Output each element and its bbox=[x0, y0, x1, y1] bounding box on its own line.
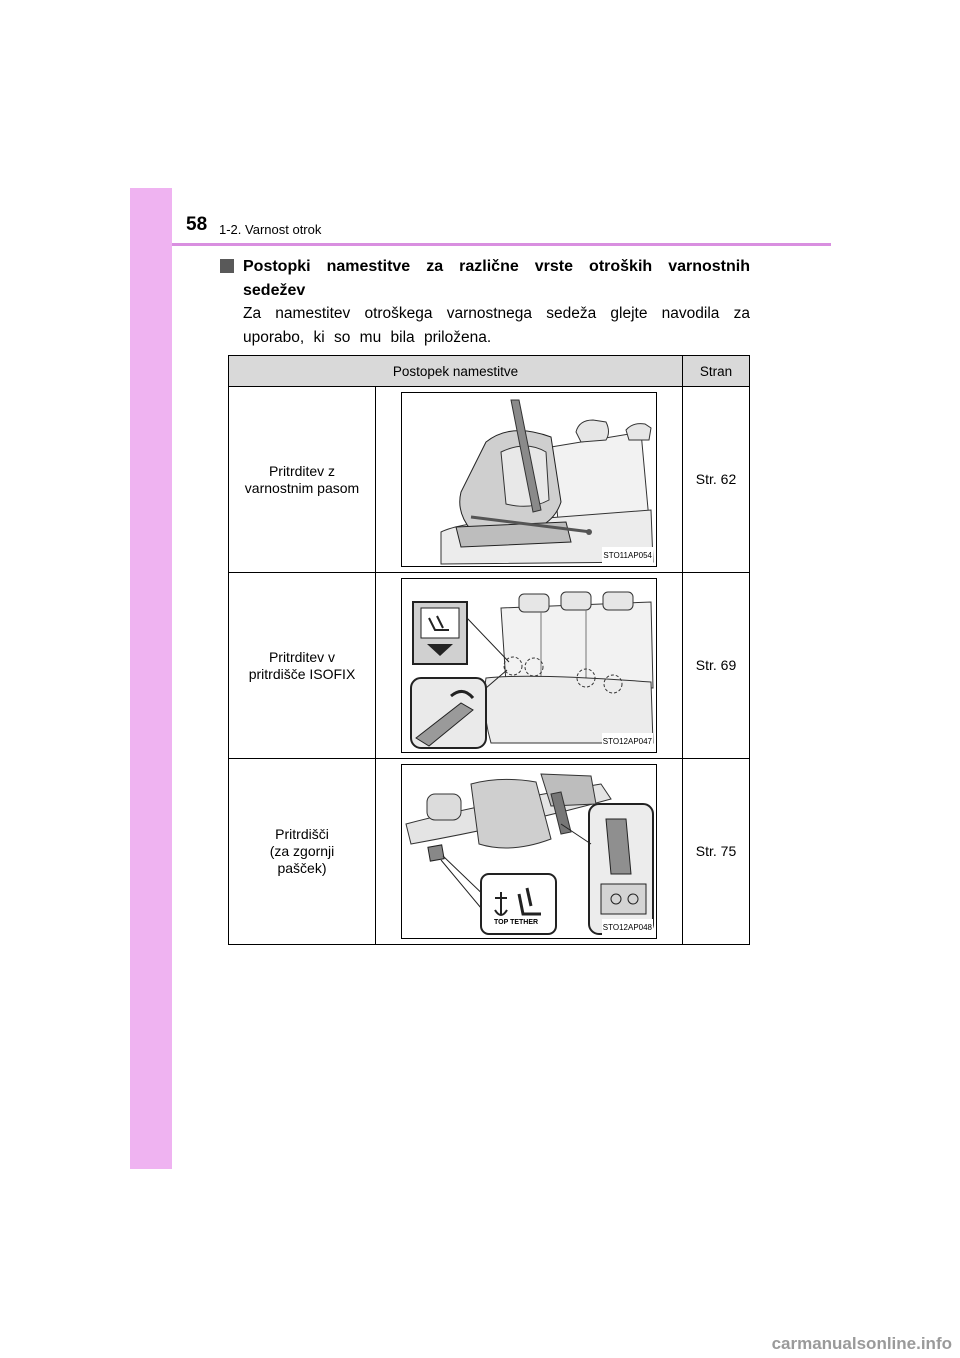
top-tether-anchor-illustration: TOP TETHER STO12AP048 bbox=[401, 764, 657, 939]
illustration-cell: TOP TETHER STO12AP048 bbox=[375, 758, 683, 945]
method-text: Pritrditev z varnostnim pasom bbox=[244, 462, 360, 496]
page-cell: Str. 75 bbox=[682, 758, 750, 945]
installation-table: Postopek namestitve Stran Pritrditev z v… bbox=[228, 355, 750, 945]
method-cell: Pritrdišči (za zgornji pašček) bbox=[228, 758, 376, 945]
page-number: 58 bbox=[186, 214, 208, 235]
method-text: Pritrdišči (za zgornji pašček) bbox=[269, 826, 335, 876]
table-row: Pritrdišči (za zgornji pašček) bbox=[228, 758, 750, 945]
table-row: Pritrditev z varnostnim pasom bbox=[228, 386, 750, 573]
page-cell: Str. 69 bbox=[682, 572, 750, 759]
method-text: Pritrditev v pritrdišče ISOFIX bbox=[248, 648, 356, 682]
illustration-cell: STO11AP054 bbox=[375, 386, 683, 573]
section-body: Za namestitev otroškega varnostnega sede… bbox=[243, 305, 750, 346]
method-cell: Pritrditev z varnostnim pasom bbox=[228, 386, 376, 573]
table-header-row: Postopek namestitve Stran bbox=[228, 355, 750, 387]
top-tether-label: TOP TETHER bbox=[494, 919, 539, 926]
chapter-title: 1-2. Varnost otrok bbox=[219, 222, 322, 237]
column-header-method: Postopek namestitve bbox=[228, 355, 683, 387]
method-cell: Pritrditev v pritrdišče ISOFIX bbox=[228, 572, 376, 759]
footer-watermark: carmanualsonline.info bbox=[771, 1334, 952, 1353]
column-header-page: Stran bbox=[682, 355, 750, 387]
illustration-code: STO12AP048 bbox=[601, 919, 653, 936]
table-row: Pritrditev v pritrdišče ISOFIX bbox=[228, 572, 750, 759]
header-rule bbox=[172, 243, 831, 246]
bullet-square-icon bbox=[220, 259, 234, 273]
seatbelt-child-seat-illustration: STO11AP054 bbox=[401, 392, 657, 567]
section-heading-text: Postopki namestitve za različne vrste ot… bbox=[243, 258, 750, 299]
page-cell: Str. 62 bbox=[682, 386, 750, 573]
illustration-cell: STO12AP047 bbox=[375, 572, 683, 759]
chapter-sidebar-tab bbox=[130, 188, 172, 1169]
illustration-code: STO11AP054 bbox=[602, 547, 653, 564]
section-heading: Postopki namestitve za različne vrste ot… bbox=[220, 255, 750, 303]
illustration-code: STO12AP047 bbox=[601, 733, 653, 750]
isofix-anchor-illustration: STO12AP047 bbox=[401, 578, 657, 753]
